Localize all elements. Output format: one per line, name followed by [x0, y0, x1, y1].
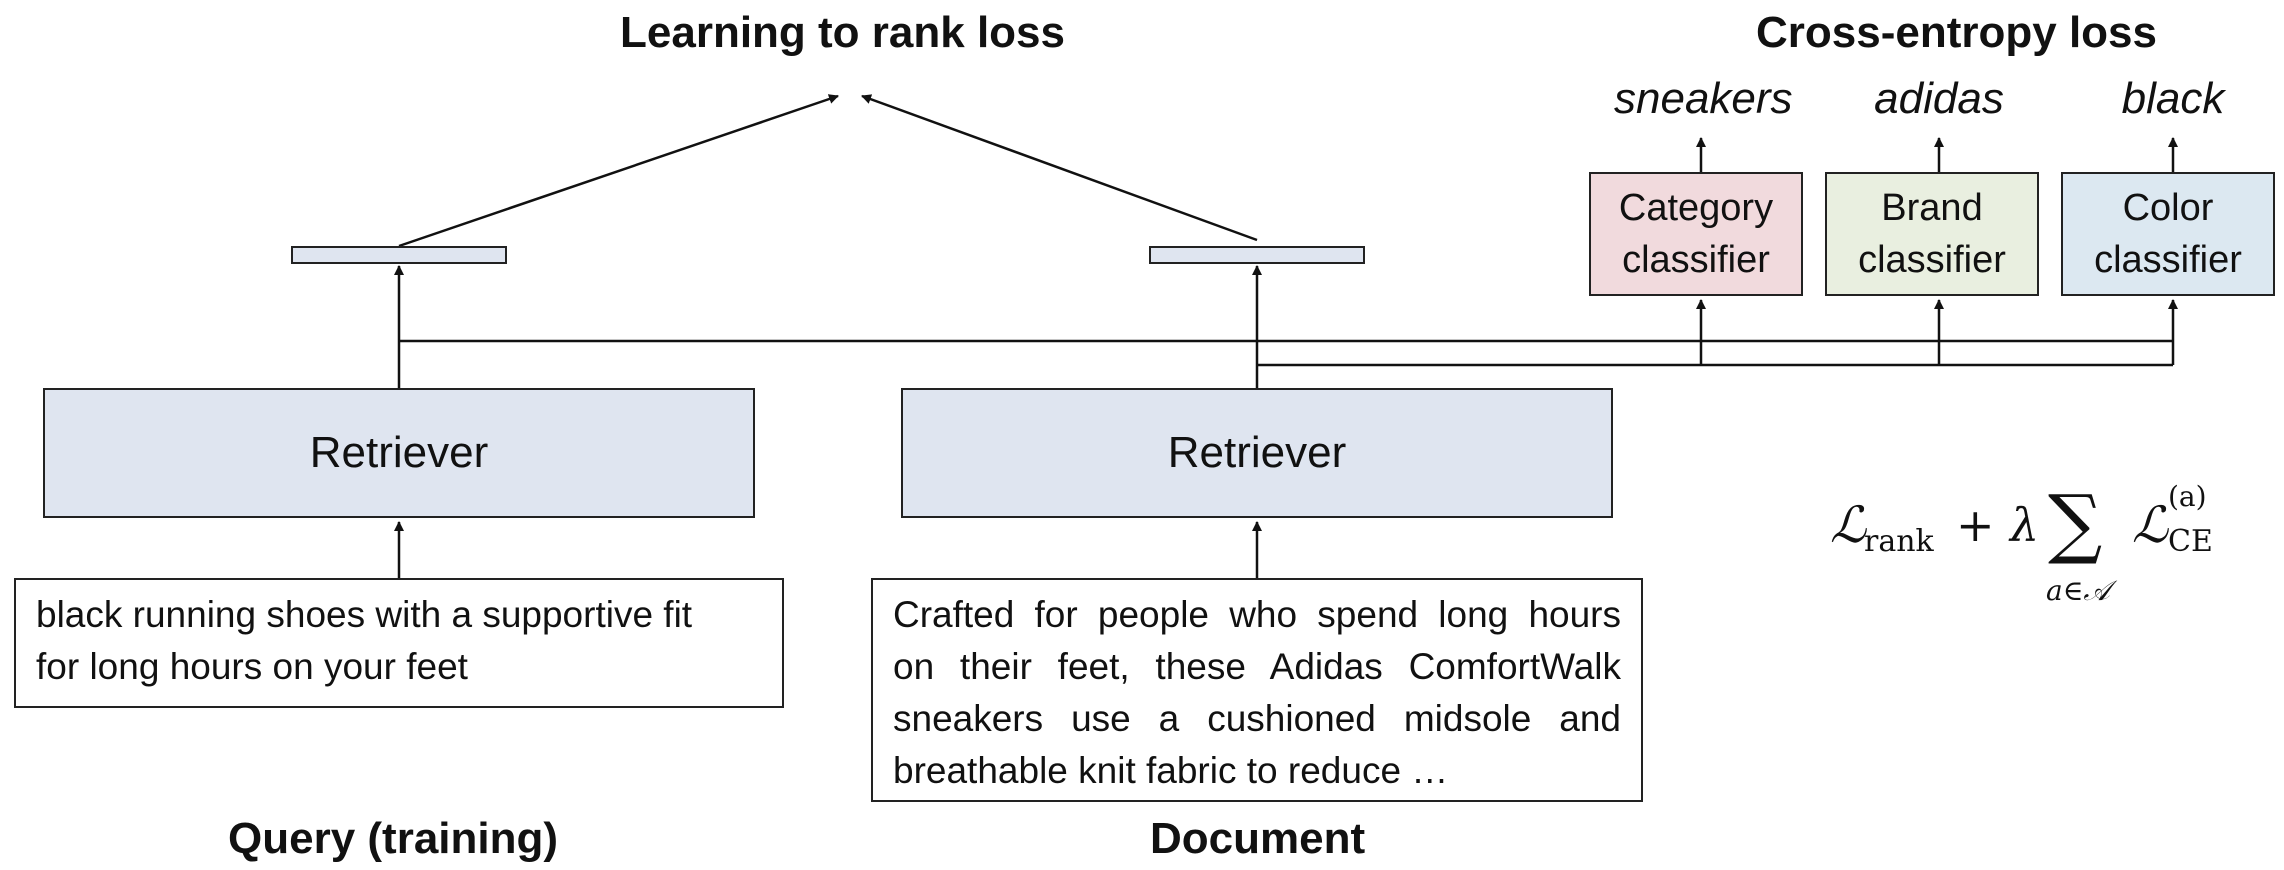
color-output-label: black — [2121, 74, 2225, 123]
ce-loss-superscript: (a) — [2168, 480, 2207, 513]
query-text-box: black running shoes with a supportive fi… — [14, 578, 784, 708]
document-caption: Document — [1150, 814, 1366, 863]
query-caption: Query (training) — [228, 814, 559, 863]
category-output-label: sneakers — [1614, 74, 1793, 123]
query-text-line: black running shoes with a supportive fi… — [36, 594, 693, 635]
query-text-line: for long hours on your feet — [36, 646, 468, 687]
category-classifier-box: Category classifier — [1589, 172, 1803, 296]
rank-loss-symbol: ℒ — [1830, 496, 1867, 554]
query-embedding — [291, 246, 507, 264]
rank-loss-subscript: rank — [1864, 524, 1934, 559]
document-retriever: Retriever — [901, 388, 1613, 518]
document-text-line: on their feet, these Adidas ComfortWalk — [893, 646, 1621, 687]
ranking-loss-title: Learning to rank loss — [620, 8, 1065, 57]
color-classifier-line1: Color — [2122, 187, 2214, 229]
sum-subscript: a∈𝒜 — [2046, 574, 2110, 607]
document-text-line: Crafted for people who spend long hours — [893, 594, 1621, 635]
loss-formula: ℒ rank + λ ∑ a∈𝒜 ℒ (a) CE — [1830, 478, 2250, 628]
brand-classifier-line2: classifier — [1858, 239, 2006, 281]
plus-sign: + — [1956, 498, 1995, 552]
color-classifier-box: Color classifier — [2061, 172, 2275, 296]
sum-symbol: ∑ — [2048, 478, 2103, 567]
category-classifier-line2: classifier — [1622, 239, 1770, 281]
query-retriever: Retriever — [43, 388, 755, 518]
category-classifier-line1: Category — [1618, 187, 1774, 229]
color-classifier-line2: classifier — [2094, 239, 2242, 281]
arrow-document-embedding-to-loss — [861, 94, 1258, 242]
arrow-query-embedding-to-loss — [398, 94, 839, 248]
brand-classifier-box: Brand classifier — [1825, 172, 2039, 296]
cross-entropy-loss-title: Cross-entropy loss — [1756, 8, 2157, 57]
document-text-line: sneakers use a cushioned midsole and — [893, 698, 1621, 739]
brand-output-label: adidas — [1874, 74, 2004, 123]
brand-classifier-line1: Brand — [1881, 187, 1983, 229]
document-embedding — [1149, 246, 1365, 264]
ce-loss-symbol: ℒ — [2132, 496, 2169, 554]
lambda-symbol: λ — [2010, 498, 2040, 552]
document-text-box: Crafted for people who spend long hours … — [871, 578, 1643, 802]
document-text-line: breathable knit fabric to reduce … — [893, 750, 1449, 791]
ce-loss-subscript: CE — [2168, 524, 2213, 559]
